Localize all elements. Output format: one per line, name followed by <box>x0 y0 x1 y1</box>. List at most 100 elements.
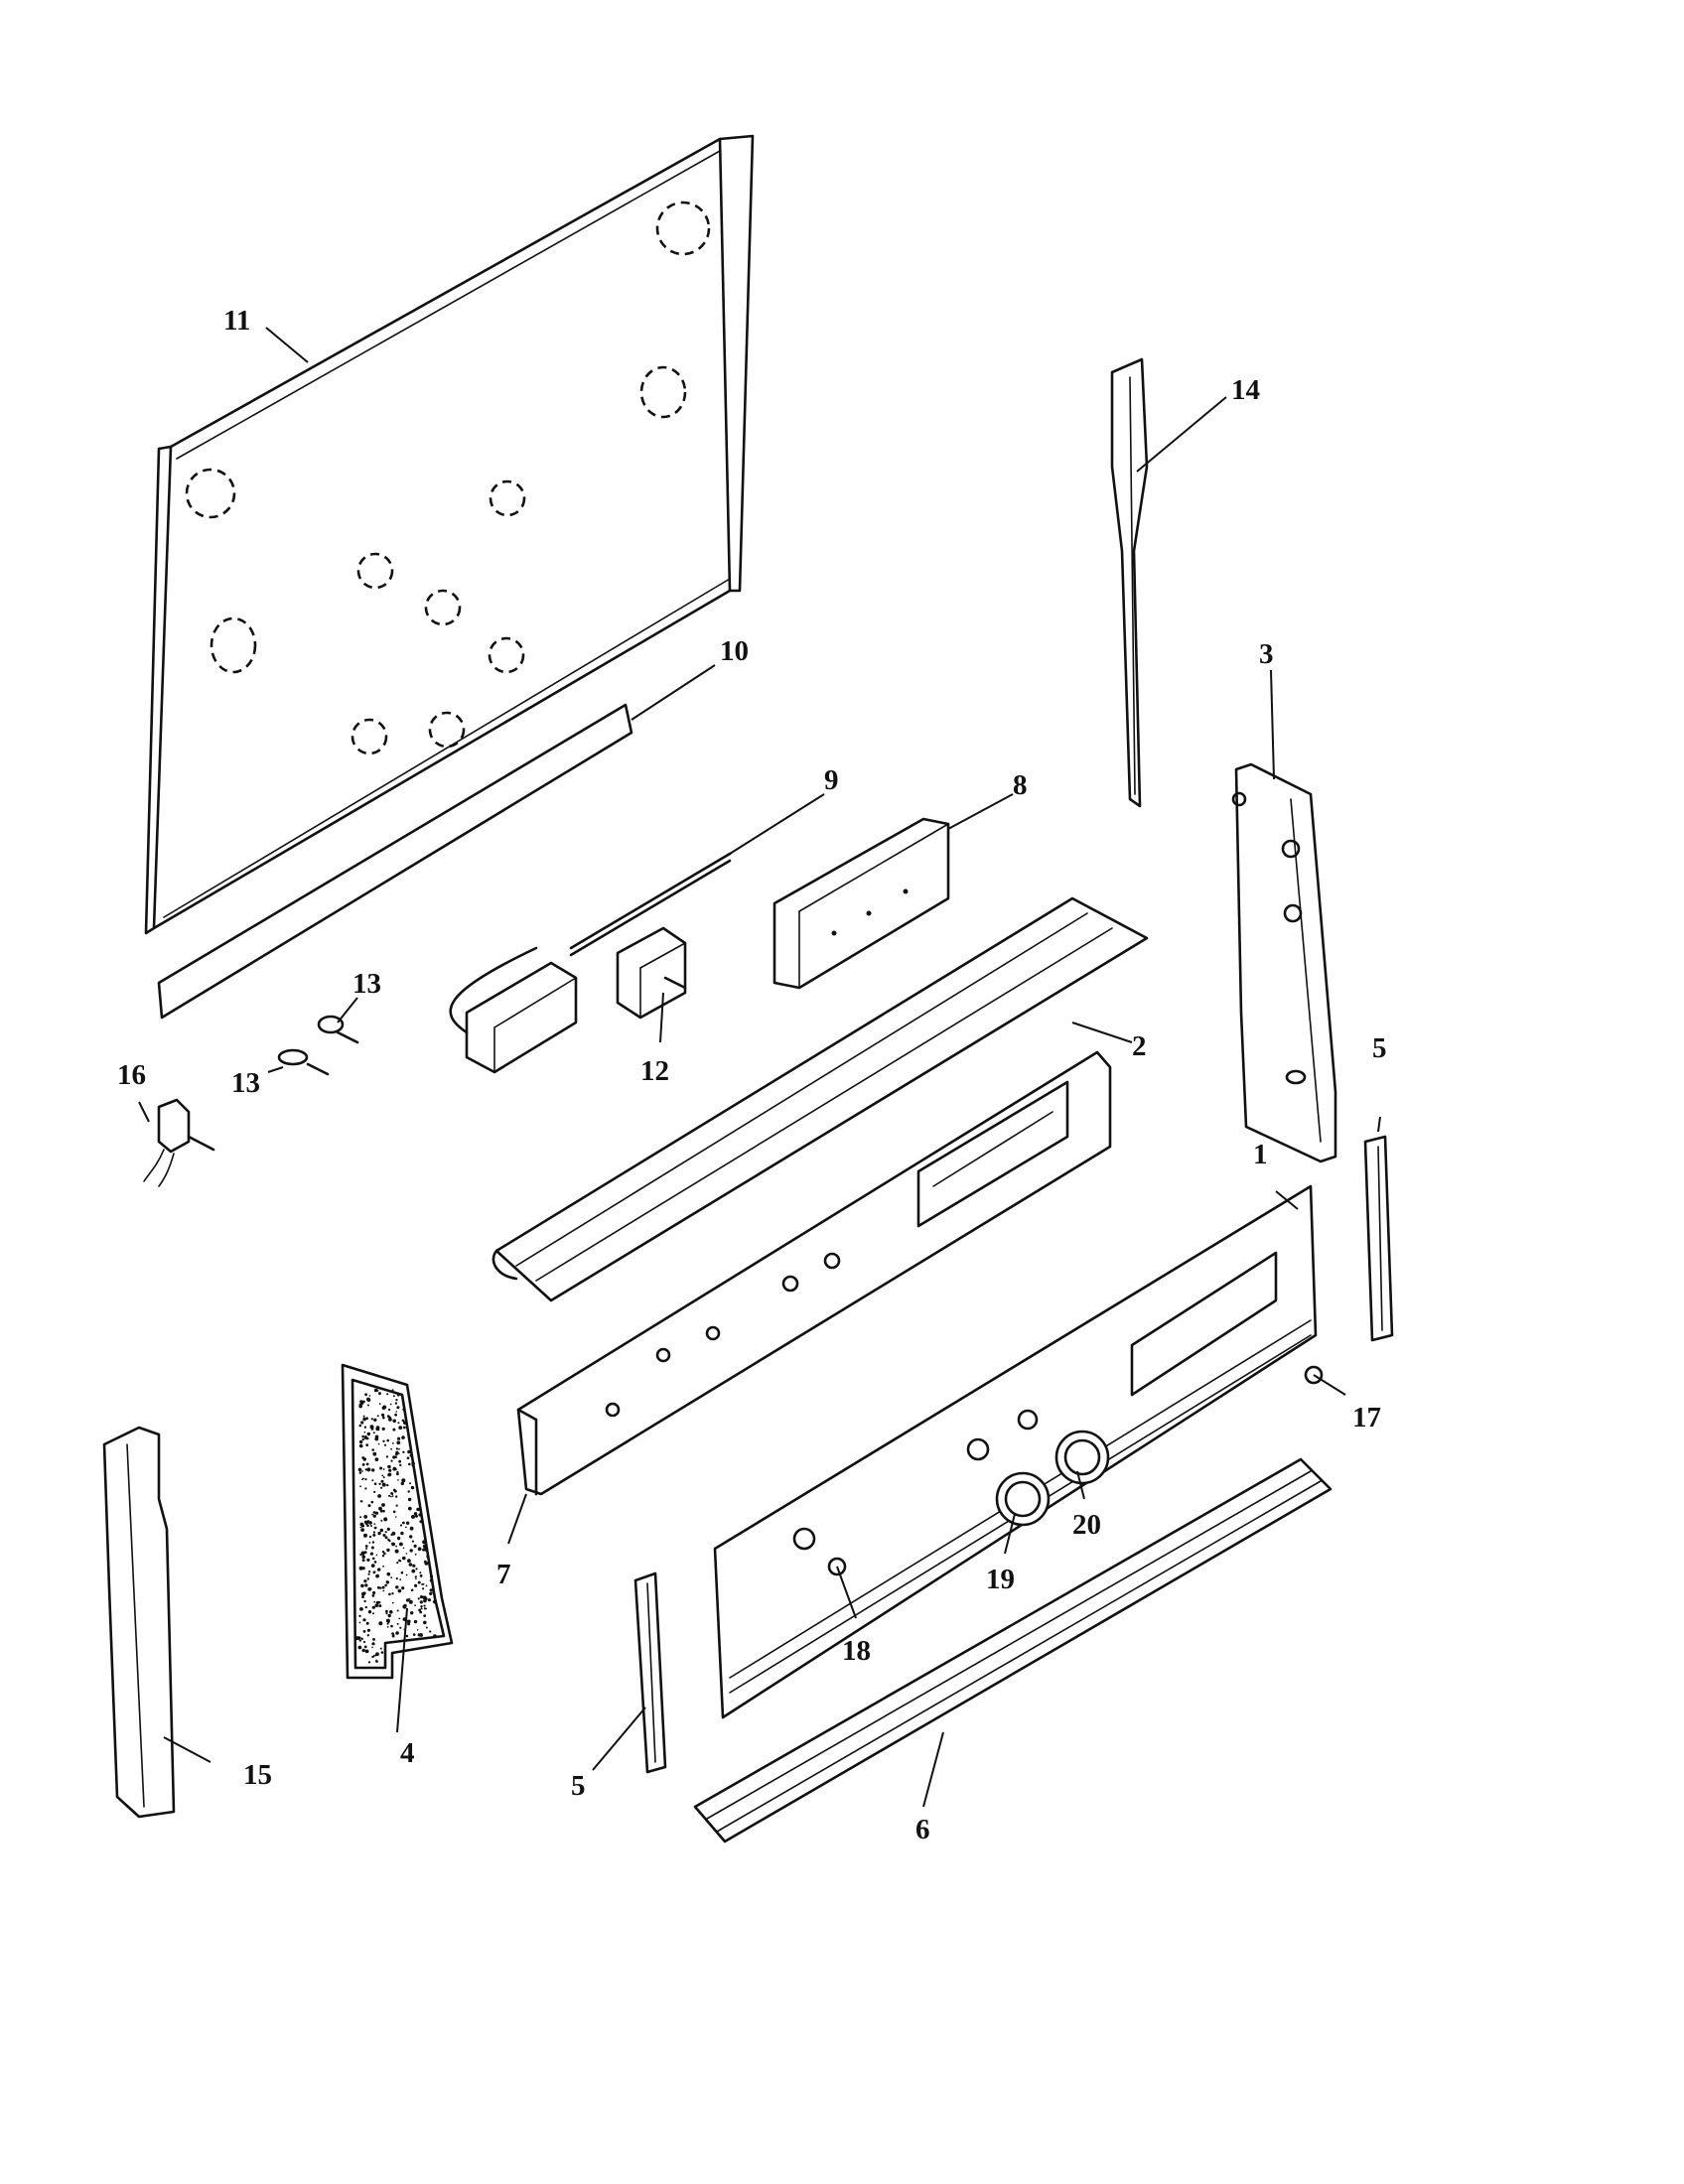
speckle-dot <box>417 1580 421 1584</box>
speckle-dot <box>367 1610 372 1614</box>
part-15-side-strip <box>102 1426 176 1819</box>
speckle-dot <box>380 1486 383 1489</box>
speckle-dot <box>366 1432 370 1436</box>
speckle-dot <box>379 1586 382 1589</box>
speckle-dot <box>367 1661 371 1664</box>
speckle-dot <box>392 1466 397 1471</box>
part-5-post-left <box>633 1571 667 1774</box>
speckle-dot <box>419 1520 423 1524</box>
speckle-dot <box>386 1548 390 1553</box>
callout-8: 8 <box>1013 769 1028 801</box>
speckle-dot <box>363 1599 366 1603</box>
speckle-dot <box>402 1556 406 1561</box>
speckle-dot <box>360 1551 365 1556</box>
speckle-dot <box>357 1467 362 1472</box>
speckle-dot <box>362 1415 365 1418</box>
speckle-dot <box>399 1463 402 1467</box>
speckle-dot <box>395 1495 398 1498</box>
speckle-dot <box>429 1574 434 1578</box>
speckle-dot <box>372 1654 375 1657</box>
speckle-dot <box>398 1452 400 1454</box>
speckle-dot <box>362 1630 366 1633</box>
speckle-dot <box>361 1595 364 1598</box>
speckle-dot <box>381 1503 385 1507</box>
speckle-dot <box>394 1549 399 1554</box>
speckle-dot <box>407 1497 412 1502</box>
speckle-dot <box>361 1470 363 1472</box>
speckle-dot <box>380 1479 384 1483</box>
callout-9: 9 <box>824 764 839 796</box>
speckle-dot <box>382 1416 385 1420</box>
speckle-dot <box>423 1538 426 1541</box>
speckle-dot <box>409 1535 413 1539</box>
speckle-dot <box>363 1520 367 1524</box>
speckle-dot <box>422 1582 425 1585</box>
speckle-dot <box>374 1436 379 1441</box>
speckle-dot <box>372 1432 375 1434</box>
speckle-dot <box>383 1517 388 1522</box>
speckle-dot <box>355 1636 360 1641</box>
speckle-dot <box>370 1525 372 1527</box>
speckle-dot <box>396 1622 399 1625</box>
speckle-dot <box>411 1540 414 1543</box>
speckle-dot <box>386 1527 390 1531</box>
speckle-dot <box>425 1584 428 1587</box>
speckle-dot <box>368 1395 371 1397</box>
speckle-dot <box>358 1639 361 1642</box>
speckle-dot <box>372 1511 376 1514</box>
speckle-dot <box>365 1621 369 1625</box>
speckle-dot <box>363 1426 367 1429</box>
speckle-dot <box>370 1546 374 1550</box>
speckle-dot <box>361 1437 364 1441</box>
speckle-dot <box>384 1583 387 1587</box>
speckle-dot <box>368 1535 372 1539</box>
speckle-dot <box>382 1405 387 1410</box>
speckle-dot <box>407 1449 411 1454</box>
speckle-dot <box>358 1404 363 1409</box>
speckle-dot <box>399 1542 403 1547</box>
speckle-dot <box>429 1588 433 1592</box>
speckle-dot <box>405 1553 408 1555</box>
speckle-dot <box>432 1590 435 1594</box>
speckle-dot <box>358 1443 363 1448</box>
speckle-dot <box>377 1442 380 1445</box>
callout-1: 1 <box>1253 1139 1268 1170</box>
part-5-post-right <box>1363 1135 1394 1342</box>
speckle-dot <box>409 1549 413 1553</box>
speckle-dot <box>416 1507 420 1512</box>
speckle-dot <box>366 1398 371 1402</box>
part-11-back-panel <box>144 134 755 935</box>
speckle-dot <box>371 1468 375 1472</box>
speckle-dot <box>420 1605 423 1608</box>
speckle-dot <box>382 1439 385 1443</box>
speckle-dot <box>398 1426 403 1430</box>
speckle-dot <box>395 1468 397 1470</box>
part-2-trim-channel <box>491 896 1149 1302</box>
speckle-dot <box>363 1435 367 1439</box>
speckle-dot <box>416 1629 419 1631</box>
speckle-dot <box>398 1617 401 1620</box>
speckle-dot <box>386 1622 389 1625</box>
speckle-dot <box>427 1598 431 1602</box>
speckle-dot <box>418 1608 421 1612</box>
speckle-dot <box>363 1515 368 1519</box>
speckle-dot <box>362 1457 366 1461</box>
speckle-dot <box>362 1640 366 1644</box>
speckle-dot <box>371 1513 373 1516</box>
speckle-dot <box>396 1440 401 1445</box>
speckle-dot <box>377 1494 381 1498</box>
speckle-dot <box>372 1638 375 1641</box>
speckle-dot <box>409 1482 411 1485</box>
speckle-dot <box>410 1588 414 1592</box>
speckle-dot <box>417 1597 420 1600</box>
speckle-dot <box>371 1479 374 1482</box>
speckle-dot <box>412 1633 416 1636</box>
speckle-dot <box>361 1478 363 1481</box>
speckle-dot <box>390 1447 392 1450</box>
speckle-dot <box>366 1577 369 1580</box>
speckle-dot <box>395 1504 398 1507</box>
speckle-dot <box>399 1626 402 1629</box>
speckle-dot <box>387 1538 390 1542</box>
speckle-dot <box>411 1569 416 1573</box>
speckle-dot <box>390 1533 393 1537</box>
